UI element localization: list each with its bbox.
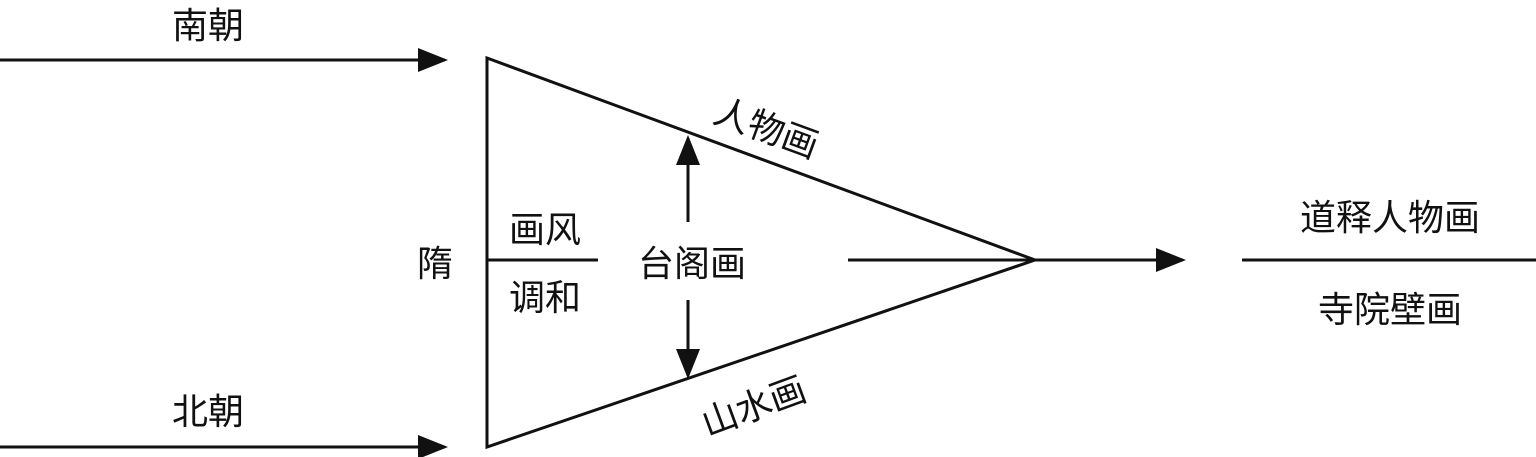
landscape-painting-label: 山水画 (696, 369, 812, 445)
court-painting-label: 台阁画 (638, 244, 746, 285)
figure-painting-label: 人物画 (708, 91, 824, 167)
southern-dynasty-label: 南朝 (172, 6, 244, 47)
sui-label: 隋 (417, 244, 453, 285)
northern-dynasty-label: 北朝 (172, 392, 244, 433)
style-bottom-label: 调和 (509, 278, 581, 319)
convergence-triangle (485, 55, 1040, 450)
style-top-label: 画风 (509, 210, 581, 251)
result-bottom-label: 寺院壁画 (1318, 290, 1462, 331)
result-top-label: 道释人物画 (1300, 198, 1480, 239)
